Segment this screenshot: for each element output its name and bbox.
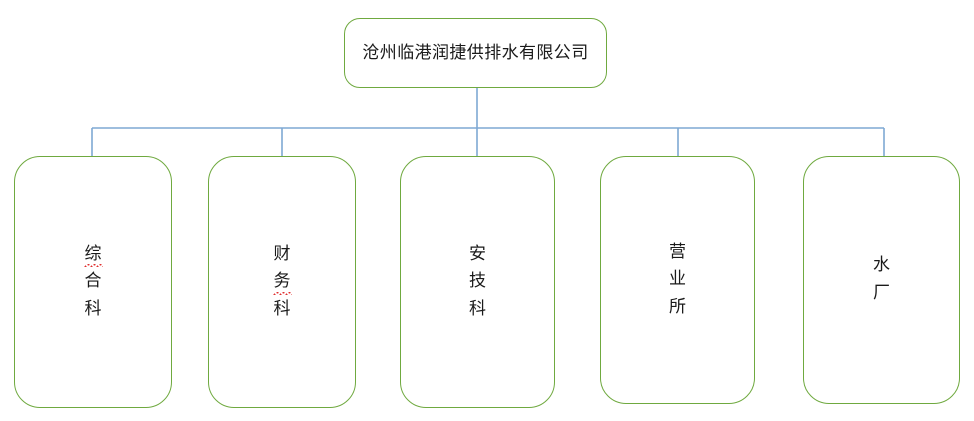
org-node-water-plant-label: 水 厂 <box>873 252 890 307</box>
org-node-business-office[interactable]: 营 业 所 <box>600 156 755 404</box>
label-char: 厂 <box>873 283 890 303</box>
org-node-business-office-label: 营 业 所 <box>669 239 686 322</box>
label-char: 所 <box>669 296 686 317</box>
org-node-finance-dept-label: 财 务 科 <box>272 241 292 324</box>
label-char: 技 <box>469 271 486 292</box>
org-node-finance-dept[interactable]: 财 务 科 <box>208 156 356 408</box>
org-node-safety-tech-dept-label: 安 技 科 <box>469 241 486 324</box>
label-char: 水 <box>873 255 890 276</box>
org-node-comprehensive-dept[interactable]: 综 合 科 <box>14 156 172 408</box>
label-char: 财 <box>273 243 291 264</box>
label-char: 业 <box>669 269 686 290</box>
label-char: 科 <box>469 298 486 319</box>
org-node-root[interactable]: 沧州临港润捷供排水有限公司 <box>344 18 607 88</box>
label-char: 综 <box>83 241 103 269</box>
org-node-comprehensive-dept-label: 综 合 科 <box>83 241 103 324</box>
org-node-root-label: 沧州临港润捷供排水有限公司 <box>362 42 589 63</box>
label-char: 营 <box>669 241 686 262</box>
label-char: 科 <box>273 298 291 319</box>
label-char: 务 <box>272 268 292 296</box>
label-char: 科 <box>84 298 102 319</box>
org-node-water-plant[interactable]: 水 厂 <box>803 156 960 404</box>
org-node-safety-tech-dept[interactable]: 安 技 科 <box>400 156 555 408</box>
label-char: 合 <box>84 271 102 292</box>
label-char: 安 <box>469 243 486 264</box>
